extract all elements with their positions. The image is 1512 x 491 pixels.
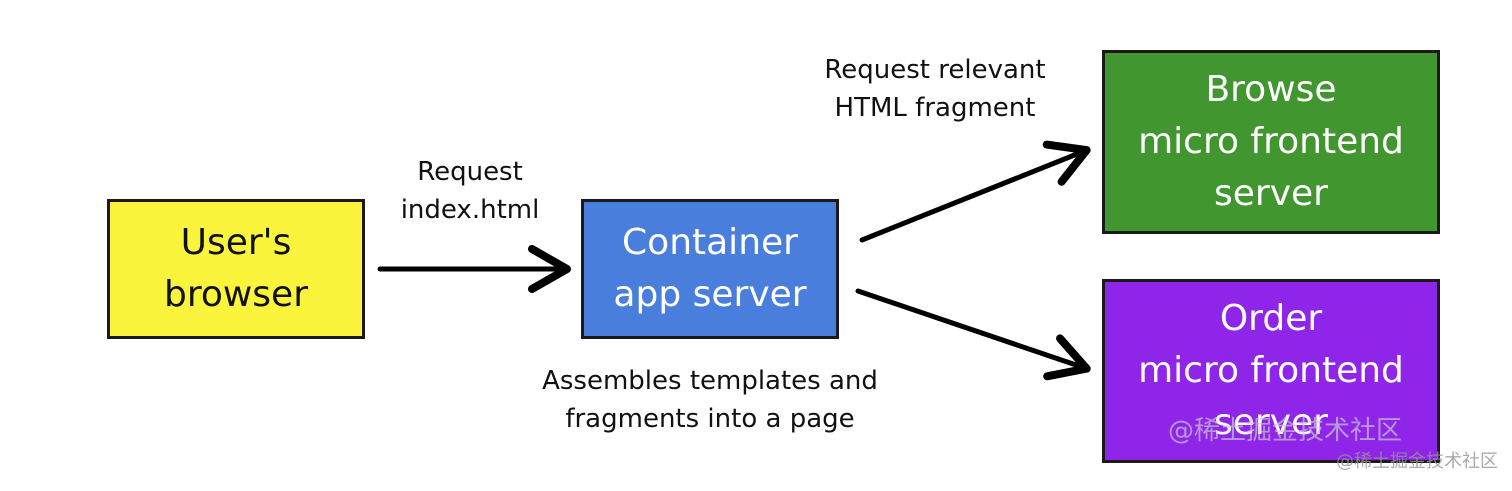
browse-micro-frontend-box: Browse micro frontend server xyxy=(1102,50,1440,234)
arrow-container-to-browse xyxy=(859,140,1091,243)
container-app-server-box: Container app server xyxy=(581,199,839,339)
browse-micro-frontend-label: Browse micro frontend server xyxy=(1138,68,1404,215)
watermark-inner: @稀土掘金技术社区 xyxy=(1168,416,1403,446)
request-index-note: Request index.html xyxy=(400,157,540,225)
users-browser-box: User's browser xyxy=(107,199,365,339)
request-fragment-note: Request relevant HTML fragment xyxy=(824,55,1046,123)
assembles-note: Assembles templates and fragments into a… xyxy=(542,366,878,434)
container-app-server-label: Container app server xyxy=(613,221,807,315)
order-micro-frontend-box: Order micro frontend server xyxy=(1102,279,1440,463)
watermark-corner: @稀土掘金技术社区 xyxy=(1336,451,1498,472)
arrow-container-to-order xyxy=(855,288,1091,381)
order-micro-frontend-label: Order micro frontend server xyxy=(1138,297,1404,444)
users-browser-label: User's browser xyxy=(163,221,309,315)
